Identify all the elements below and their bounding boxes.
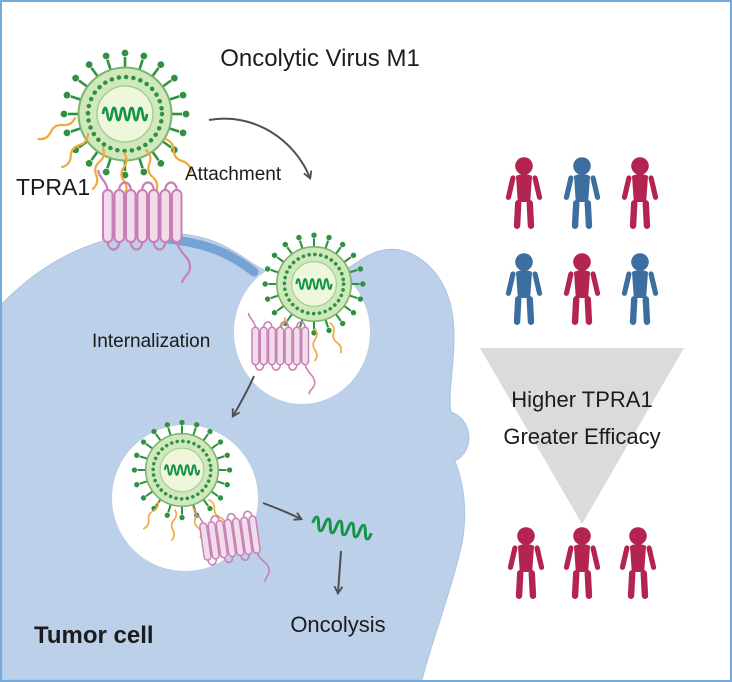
person-icon-crimson bbox=[619, 527, 657, 600]
funnel-line1: Higher TPRA1 bbox=[511, 387, 652, 412]
person-icon-crimson bbox=[505, 157, 543, 230]
oncolysis-label: Oncolysis bbox=[290, 612, 385, 637]
person-icon-crimson bbox=[563, 527, 601, 600]
person-icon-crimson bbox=[621, 157, 659, 230]
efficacy-funnel bbox=[480, 348, 684, 524]
person-icon-crimson bbox=[507, 527, 545, 600]
funnel-line2: Greater Efficacy bbox=[503, 424, 660, 449]
oncolysis-arrow bbox=[338, 550, 341, 593]
attachment-label: Attachment bbox=[185, 164, 282, 185]
rna-release-arrow bbox=[262, 502, 301, 519]
person-icon-blue bbox=[505, 253, 543, 326]
person-icon-blue bbox=[563, 157, 601, 230]
tumor-cell-label: Tumor cell bbox=[34, 622, 154, 649]
internalization-label: Internalization bbox=[92, 331, 210, 352]
internalization-arrow bbox=[233, 375, 255, 416]
person-icon-crimson bbox=[563, 253, 601, 326]
attachment-arrow bbox=[208, 117, 310, 178]
patient-grid-bottom bbox=[507, 527, 657, 600]
person-icon-blue bbox=[621, 253, 659, 326]
title-label: Oncolytic Virus M1 bbox=[220, 45, 420, 72]
patient-grid-top bbox=[505, 157, 659, 326]
tpra1-label: TPRA1 bbox=[16, 174, 90, 200]
